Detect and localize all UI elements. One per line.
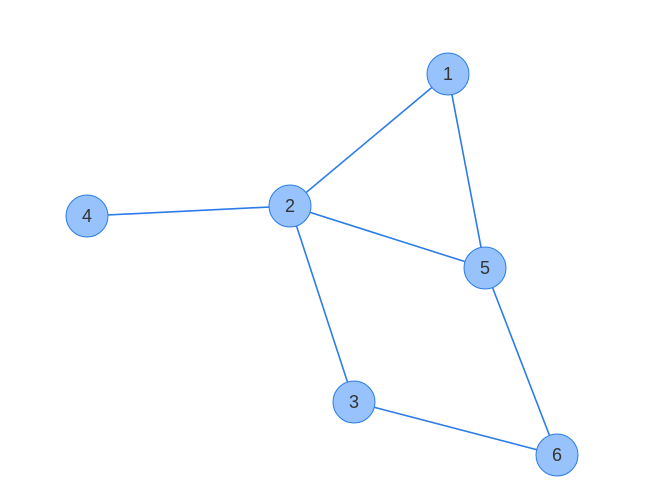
node-label: 3 bbox=[349, 392, 359, 412]
node-circle[interactable] bbox=[463, 246, 507, 290]
node-circle[interactable] bbox=[268, 184, 312, 228]
edge-5-6[interactable] bbox=[484, 267, 558, 456]
node-circle[interactable] bbox=[535, 433, 579, 477]
edges-layer bbox=[86, 73, 558, 456]
node-4[interactable]: 4 bbox=[65, 194, 109, 238]
node-circle[interactable] bbox=[65, 194, 109, 238]
node-label: 6 bbox=[552, 445, 562, 465]
node-2[interactable]: 2 bbox=[268, 184, 312, 228]
node-label: 5 bbox=[480, 258, 490, 278]
node-3[interactable]: 3 bbox=[332, 380, 376, 424]
edge-1-2[interactable] bbox=[289, 73, 449, 207]
node-5[interactable]: 5 bbox=[463, 246, 507, 290]
edge-2-3[interactable] bbox=[289, 205, 355, 403]
nodes-layer: 1 2 3 4 5 6 bbox=[65, 52, 579, 477]
edge-3-6[interactable] bbox=[353, 401, 558, 456]
edge-2-4[interactable] bbox=[86, 205, 291, 217]
node-label: 2 bbox=[285, 196, 295, 216]
edge-2-5[interactable] bbox=[289, 205, 486, 269]
node-label: 1 bbox=[443, 64, 453, 84]
node-6[interactable]: 6 bbox=[535, 433, 579, 477]
node-circle[interactable] bbox=[426, 52, 470, 96]
node-1[interactable]: 1 bbox=[426, 52, 470, 96]
edge-1-5[interactable] bbox=[447, 73, 486, 269]
node-label: 4 bbox=[82, 206, 92, 226]
node-circle[interactable] bbox=[332, 380, 376, 424]
